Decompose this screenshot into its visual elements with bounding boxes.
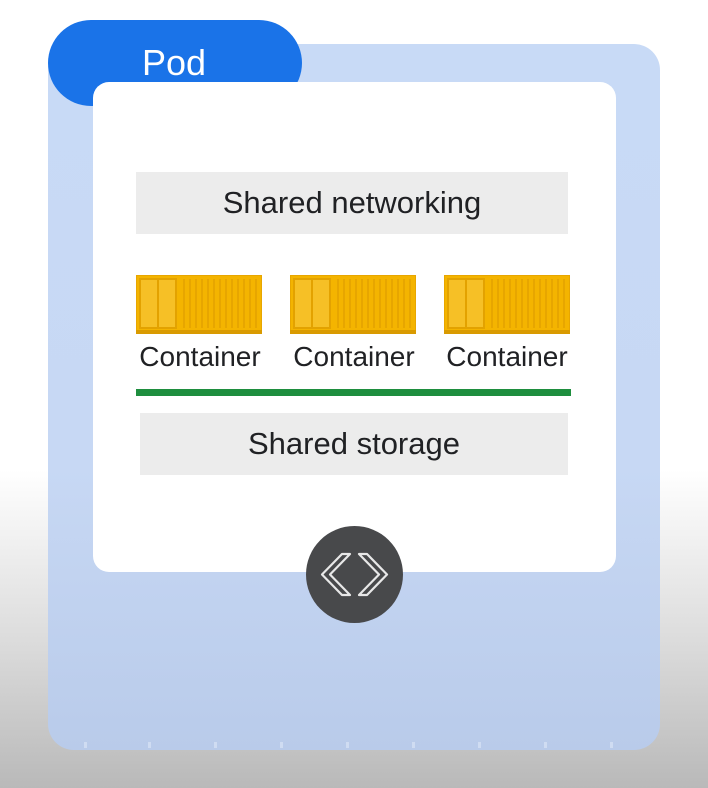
container-label: Container <box>446 341 568 372</box>
container-label: Container <box>293 341 415 372</box>
shared-storage-band: Shared storage <box>140 413 568 475</box>
storage-divider <box>136 389 571 396</box>
code-brackets-button[interactable] <box>306 526 403 623</box>
shipping-container-icon <box>444 275 570 334</box>
shared-networking-band: Shared networking <box>136 172 568 234</box>
code-brackets-icon <box>320 552 389 597</box>
pod-frame-ticks <box>84 742 613 748</box>
shipping-container-icon <box>136 275 262 334</box>
container-label: Container <box>139 341 261 372</box>
shipping-container-icon <box>290 275 416 334</box>
